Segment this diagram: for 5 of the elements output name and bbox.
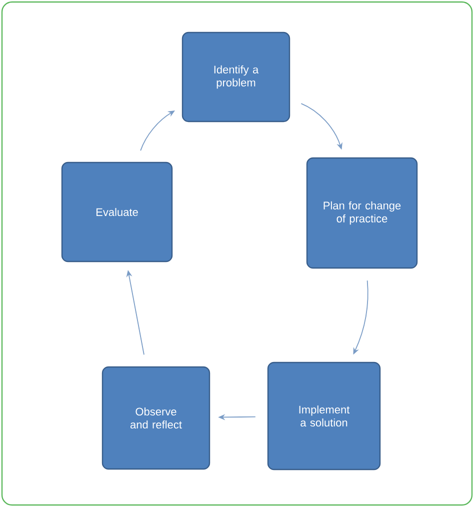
process-box: Evaluate [61,162,173,262]
process-box: Plan for change of practice [306,157,418,269]
process-box: Implement a solution [267,362,381,470]
process-box: Observe and reflect [102,366,210,470]
process-box: Identify a problem [182,32,290,122]
